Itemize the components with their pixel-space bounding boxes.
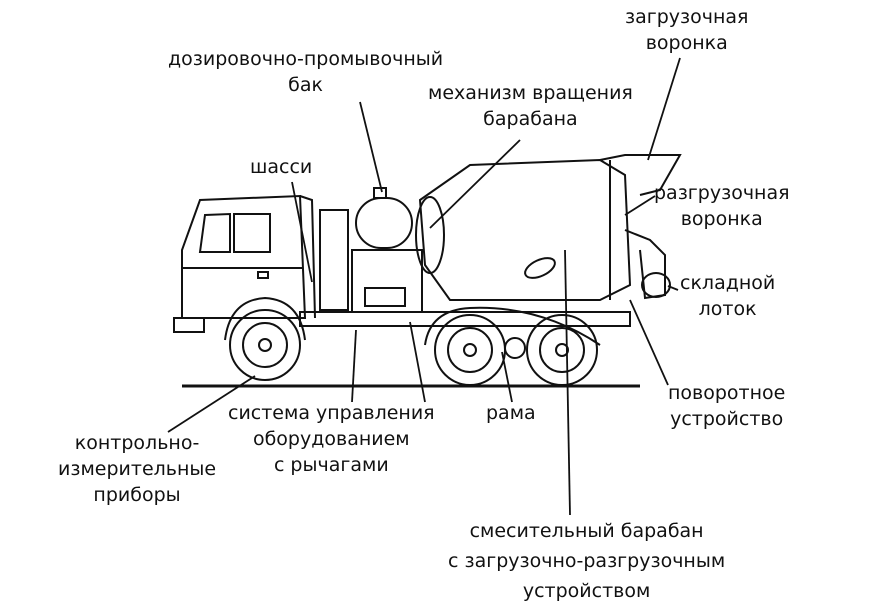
label-line: рама (486, 402, 536, 424)
label-chassis: шасси (250, 154, 312, 180)
label-line: бак (288, 74, 323, 96)
label-line: с рычагами (273, 454, 389, 476)
label-line: с загрузочно-разгрузочным (448, 550, 726, 572)
label-line: воронка (645, 32, 728, 54)
label-line: загрузочная (625, 6, 749, 28)
label-dosing-tank: дозировочно-промывочный бак (168, 46, 443, 98)
dosing-tank (355, 187, 413, 249)
label-line: механизм вращения (428, 82, 633, 104)
label-swivel-device: поворотное устройство (668, 380, 785, 432)
label-unloading-hopper: разгрузочная воронка (654, 180, 790, 232)
label-line: шасси (250, 156, 313, 178)
label-line: измерительные (58, 458, 217, 480)
label-line: приборы (93, 484, 181, 506)
label-line: дозировочно-промывочный (168, 48, 444, 70)
label-loading-hopper: загрузочная воронка (625, 4, 748, 56)
label-line: устройством (522, 580, 651, 602)
label-line: поворотное (668, 382, 786, 404)
label-control-system: система управления оборудованием с рычаг… (228, 400, 435, 478)
label-instruments: контрольно- измерительные приборы (58, 430, 216, 508)
label-line: смесительный барабан (469, 520, 704, 542)
label-frame: рама (486, 400, 536, 426)
label-line: разгрузочная (654, 182, 790, 204)
label-line: оборудованием (252, 428, 410, 450)
leader-lines (167, 57, 681, 516)
label-line: устройство (670, 408, 784, 430)
label-mixing-drum: смесительный барабан с загрузочно-разгру… (448, 516, 725, 606)
label-line: барабана (483, 108, 578, 130)
label-line: лоток (698, 298, 757, 320)
label-drum-rotation: механизм вращения барабана (428, 80, 633, 132)
mixing-drum (415, 154, 682, 301)
truck-cab (173, 194, 316, 333)
label-line: контрольно- (74, 432, 200, 454)
label-folding-chute: складной лоток (680, 270, 775, 322)
label-line: складной (680, 272, 776, 294)
label-line: система управления (228, 402, 435, 424)
wheels (224, 296, 601, 386)
label-line: воронка (680, 208, 763, 230)
